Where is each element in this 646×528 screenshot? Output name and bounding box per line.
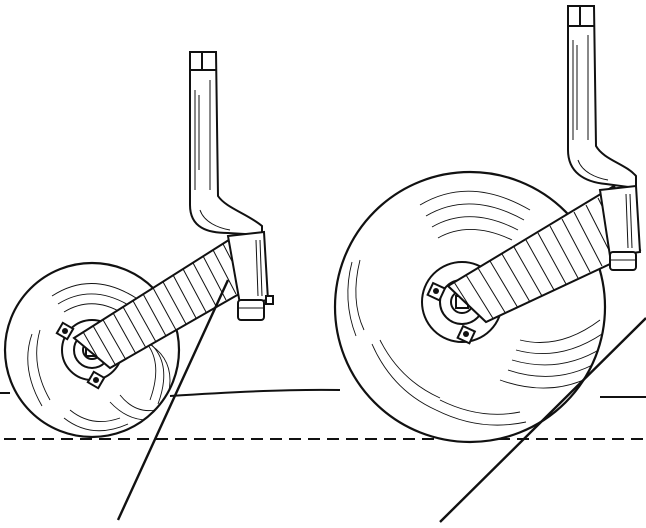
large-leader-line: [439, 317, 646, 523]
small-shank: [189, 51, 263, 237]
ground-surface-line: [0, 388, 646, 398]
large-shank: [567, 5, 637, 190]
large-disc-coulter-icon: [333, 5, 646, 523]
small-disc-coulter-icon: [3, 51, 274, 521]
small-leader-line: [116, 279, 230, 521]
large-arm: [446, 184, 642, 324]
small-housing: [226, 230, 274, 321]
large-housing: [598, 184, 642, 271]
